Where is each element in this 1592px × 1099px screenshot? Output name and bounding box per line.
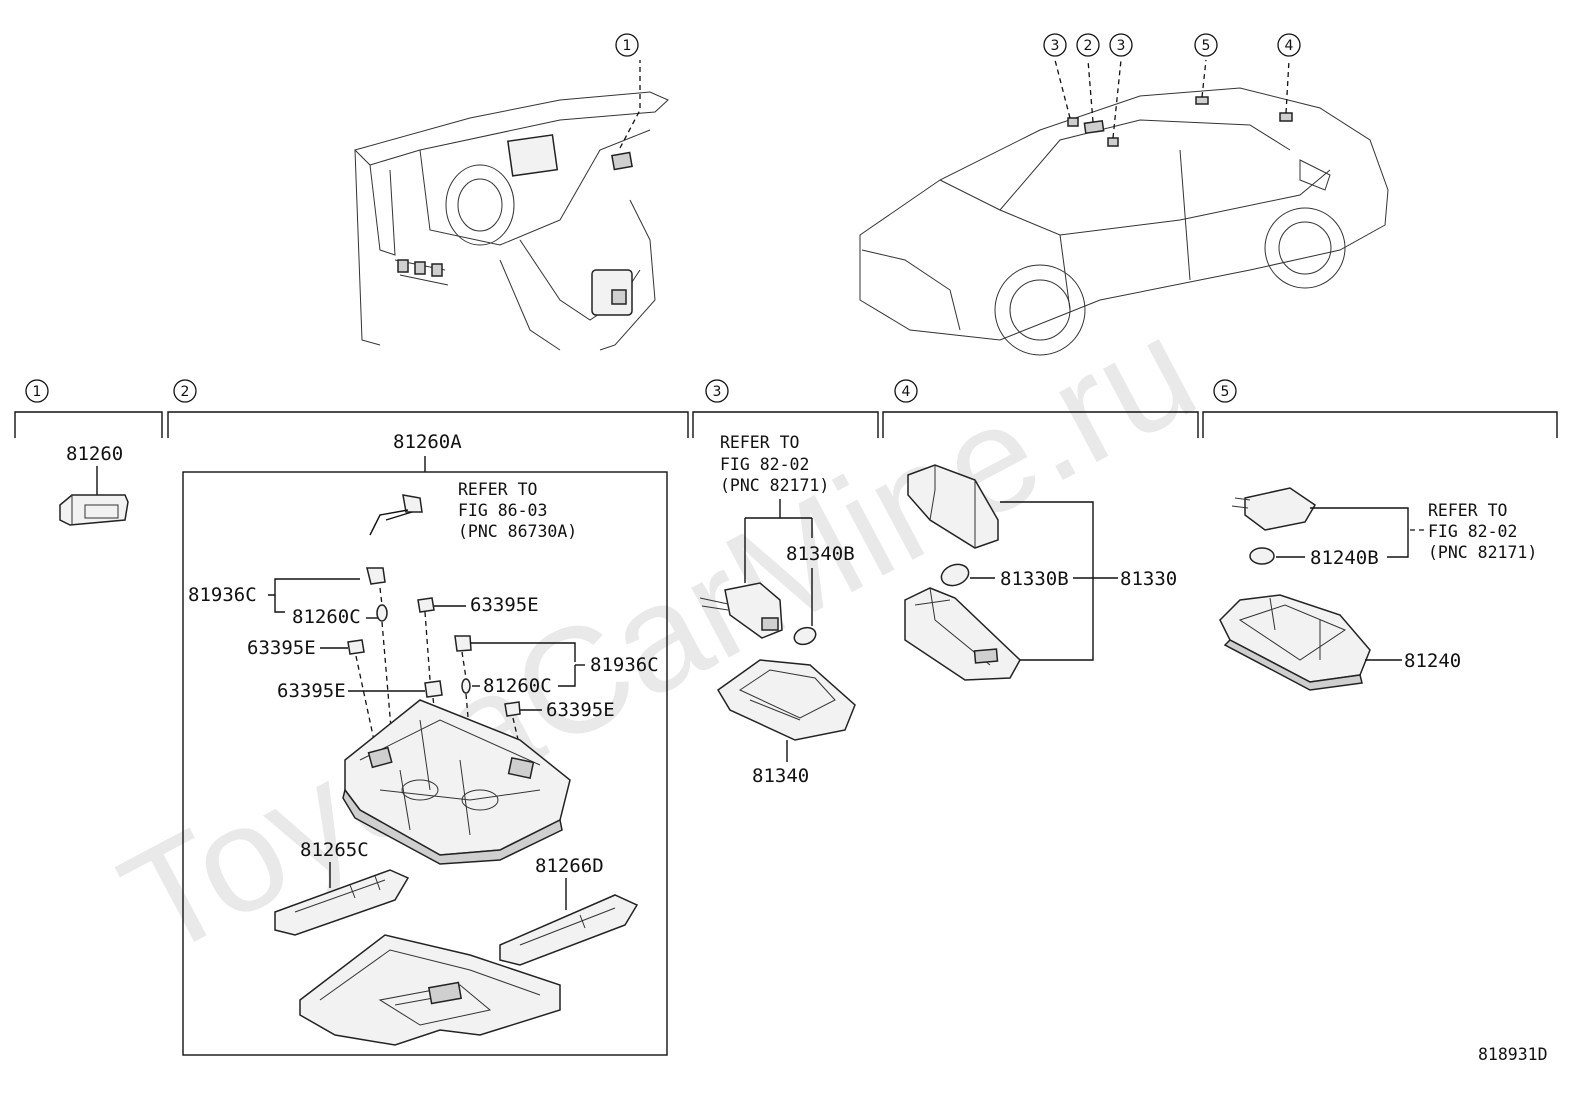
clip-3	[424, 680, 443, 698]
socket-81240-shape	[1231, 487, 1317, 531]
section-headers: 1 2 3 4 5	[14, 379, 1558, 438]
part-81260-label: 81260	[66, 443, 123, 465]
part-63395e-label-3: 63395E	[277, 680, 346, 702]
callout-4-top: 4	[1285, 38, 1294, 54]
car-view	[859, 59, 1389, 356]
bulb-81330b	[940, 563, 970, 587]
callout-2: 2	[181, 384, 190, 400]
marker-2	[1083, 119, 1105, 135]
lens-shape	[907, 464, 999, 549]
part-81266d-shape	[499, 894, 639, 966]
part-81340-shape	[717, 659, 856, 741]
refer-2-line-2: FIG 86-03	[458, 501, 547, 520]
bulb-81340b	[793, 626, 817, 646]
part-81260-shape	[59, 494, 129, 526]
refer-3-line-2: FIG 82-02	[720, 455, 809, 474]
part-81265c-label: 81265C	[300, 839, 369, 861]
refer-3-line-1: REFER TO	[720, 433, 799, 452]
refer-2-line-1: REFER TO	[458, 480, 537, 499]
section-3: REFER TO FIG 82-02 (PNC 82171) 81340B 81…	[699, 433, 856, 787]
callout-3-top-b: 3	[1117, 38, 1126, 54]
refer-5-line-3: (PNC 82171)	[1428, 543, 1537, 562]
part-81266d-label: 81266D	[535, 855, 604, 877]
socket-left	[366, 567, 386, 585]
part-63395e-label-4: 63395E	[546, 699, 615, 721]
part-81330b-label: 81330B	[1000, 568, 1069, 590]
part-81260a-label: 81260A	[393, 431, 462, 453]
refer-5-line-1: REFER TO	[1428, 501, 1507, 520]
marker-4	[1279, 112, 1293, 122]
part-63395e-label-2: 63395E	[247, 637, 316, 659]
dashboard-view	[354, 60, 669, 351]
marker-5	[1195, 96, 1209, 105]
bulb-right	[461, 678, 471, 694]
callout-5: 5	[1221, 384, 1230, 400]
clip-1	[417, 597, 435, 613]
clip-4	[504, 701, 521, 717]
part-81340-label: 81340	[752, 765, 809, 787]
bulb-81240b	[1249, 547, 1275, 565]
top-callouts: 1 3 2 3 5 4	[615, 33, 1301, 57]
part-81936c-label-right: 81936C	[590, 654, 659, 676]
part-81330-label: 81330	[1120, 568, 1177, 590]
figure-id: 818931D	[1478, 1045, 1548, 1064]
bulb-left	[376, 604, 388, 622]
section-5: REFER TO FIG 82-02 (PNC 82171) 81240B 81…	[1219, 487, 1537, 691]
connector-shape	[699, 582, 783, 639]
assembly-box	[182, 471, 668, 1056]
refer-5-line-2: FIG 82-02	[1428, 522, 1517, 541]
section-4: 81330B 81330	[904, 464, 1177, 681]
marker-3b	[1107, 137, 1119, 147]
part-81265c-shape	[274, 869, 410, 936]
part-81240b-label: 81240B	[1310, 547, 1379, 569]
socket-right	[454, 635, 472, 652]
part-81936c-label-left: 81936C	[188, 584, 257, 606]
part-63395e-label-1: 63395E	[470, 594, 539, 616]
part-81240-label: 81240	[1404, 650, 1461, 672]
callout-3-top-a: 3	[1051, 38, 1060, 54]
part-81340b-label: 81340B	[786, 543, 855, 565]
refer-3-line-3: (PNC 82171)	[720, 476, 829, 495]
callout-3: 3	[713, 384, 722, 400]
part-81240-shape	[1219, 594, 1371, 691]
refer-2-line-3: (PNC 86730A)	[458, 522, 577, 541]
marker-3a	[1067, 117, 1079, 127]
part-81260c-label-right: 81260C	[483, 675, 552, 697]
housing-81330-shape	[904, 587, 1021, 681]
callout-5-top: 5	[1202, 38, 1211, 54]
part-81260c-label-left: 81260C	[292, 606, 361, 628]
wire-harness-shape	[369, 494, 423, 536]
bottom-cover-shape	[299, 934, 561, 1046]
clip-2	[347, 639, 365, 655]
console-housing-shape	[342, 699, 571, 865]
callout-2-top: 2	[1084, 38, 1093, 54]
section-1: 81260	[59, 443, 129, 526]
callout-1-top: 1	[623, 38, 632, 54]
callout-4: 4	[902, 384, 911, 400]
callout-1: 1	[33, 384, 42, 400]
section-2: 81260A REFER TO FIG 86-03 (PNC 86730A) 8…	[182, 431, 668, 1056]
